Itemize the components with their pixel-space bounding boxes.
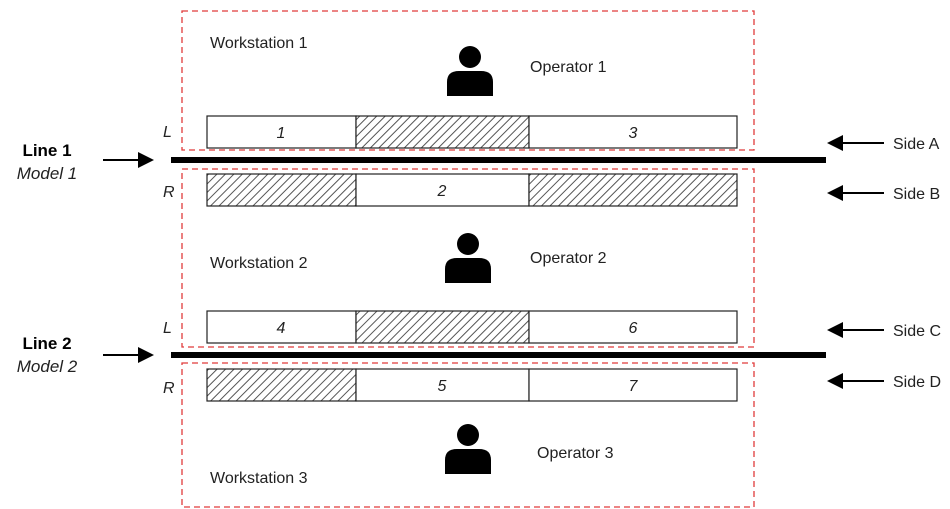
task-number: 6 [629,320,638,337]
task-slot [528,368,738,402]
operator-2-label: Operator 2 [530,250,607,267]
task-slot-hatched [528,173,738,207]
workstation-3-label: Workstation 3 [210,470,308,487]
task-slot [528,310,738,344]
person-icon [445,424,491,474]
side-a-label: Side A [893,136,940,153]
task-slot [355,173,530,207]
row-label-right: R [163,380,175,397]
workstation-2-frame [181,168,755,348]
side-d-label: Side D [893,374,941,391]
person-icon [445,233,491,283]
task-number: 2 [437,183,447,200]
task-number: 3 [629,125,638,142]
task-number: 4 [277,320,286,337]
task-slot-hatched [206,368,357,402]
line-1-conveyor [171,157,826,163]
line-1-model: Model 1 [17,164,77,183]
task-slot-hatched [355,310,530,344]
line-2-name: Line 2 [22,334,71,353]
operator-3-label: Operator 3 [537,445,614,462]
line-1-name: Line 1 [22,141,71,160]
row-label-left: L [163,320,172,337]
row-label-left: L [163,124,172,141]
task-number: 7 [629,378,639,395]
workstation-1-frame [181,10,755,151]
side-c-label: Side C [893,323,941,340]
task-slot-hatched [206,173,357,207]
line-2-conveyor [171,352,826,358]
task-number: 5 [438,378,447,395]
task-slot [528,115,738,149]
workstation-3-frame [181,362,755,508]
task-slot [206,115,357,149]
side-b-label: Side B [893,186,940,203]
workstation-1-label: Workstation 1 [210,35,308,52]
line-2-model: Model 2 [17,357,78,376]
task-slot-hatched [355,115,530,149]
person-icon [447,46,493,96]
workstation-2-label: Workstation 2 [210,255,308,272]
row-label-right: R [163,184,175,201]
operator-1-label: Operator 1 [530,59,607,76]
task-number: 1 [277,125,286,142]
